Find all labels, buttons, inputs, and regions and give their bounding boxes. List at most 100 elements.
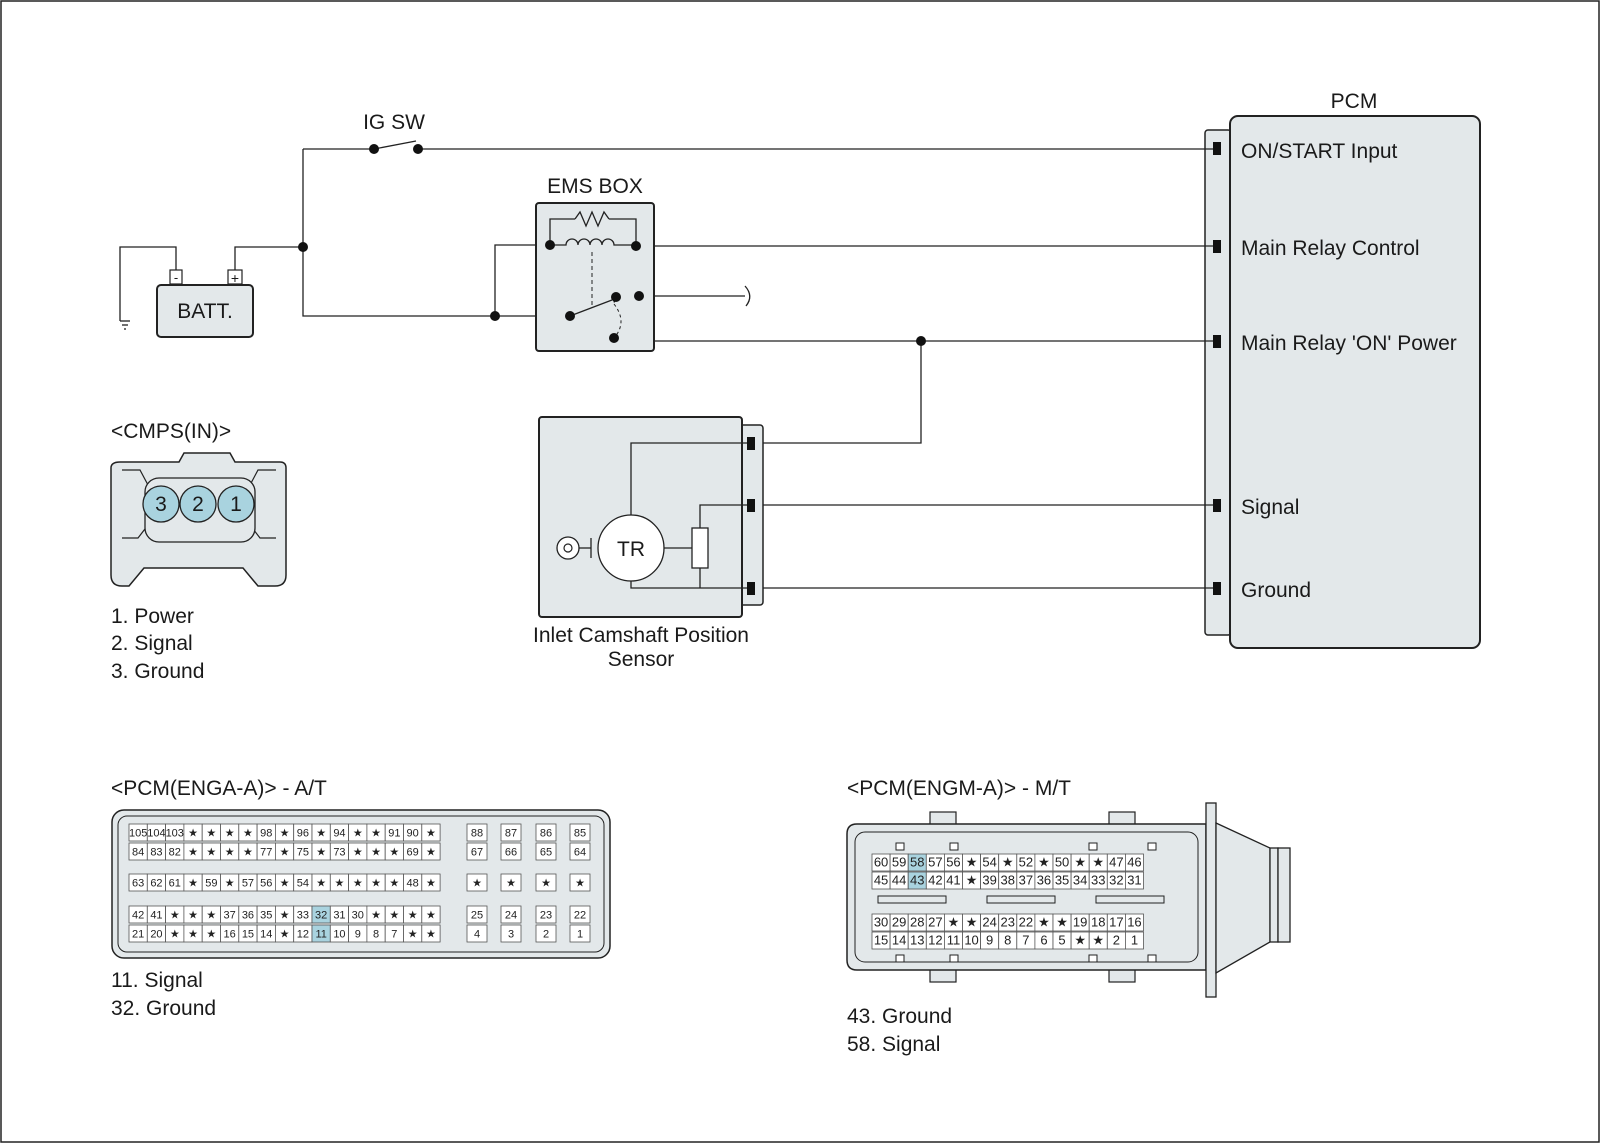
cmps-legend-item: 1. Power [111, 605, 194, 628]
connector-tab [1088, 954, 1098, 963]
pin-label: 32 [1109, 873, 1123, 888]
pin-label: 14 [260, 929, 272, 941]
pin-label: ★ [472, 878, 482, 890]
resistor-icon [574, 210, 610, 228]
pin-label: ★ [225, 828, 235, 840]
pin-label: 6 [1040, 933, 1047, 948]
pin-label: 4 [474, 929, 480, 941]
cmps-pin-label: 2 [192, 493, 204, 516]
pin-label: ★ [1092, 855, 1104, 870]
pcm-pin-marker [1213, 582, 1221, 595]
connector-tab [895, 954, 905, 963]
engm-legend-item: 58. Signal [847, 1033, 940, 1056]
pin-label: 58 [910, 855, 924, 870]
cmps-pin-3 [142, 485, 180, 523]
pin-label: 73 [333, 847, 345, 859]
pin-label: 56 [260, 878, 272, 890]
pin-label: ★ [280, 929, 290, 941]
pcm-pin-on-start-input: ON/START Input [1241, 140, 1398, 163]
pin-cell [1125, 931, 1144, 950]
pin-label: 45 [874, 873, 888, 888]
pin-label: ★ [408, 910, 418, 922]
pin-label: 15 [242, 929, 254, 941]
pin-label: ★ [335, 878, 345, 890]
pin-label: 30 [874, 915, 888, 930]
pin-cell [535, 905, 557, 924]
pin-label: 35 [1055, 873, 1069, 888]
pin-label: 34 [1073, 873, 1087, 888]
pin-label: 67 [471, 847, 483, 859]
pin-label: 37 [224, 910, 236, 922]
pin-label: 21 [132, 929, 144, 941]
ig-switch-label: IG SW [363, 111, 425, 134]
pin-label: 22 [574, 910, 586, 922]
pcm-pin-marker [1213, 499, 1221, 512]
pin-label: ★ [1092, 933, 1104, 948]
battery-plus-label: + [231, 270, 239, 286]
pin-label: 12 [297, 929, 309, 941]
pin-label: 90 [407, 828, 419, 840]
pin-label: ★ [966, 873, 978, 888]
engm-title: <PCM(ENGM-A)> - M/T [847, 777, 1071, 800]
pin-cell [500, 873, 522, 892]
pin-label: 5 [1058, 933, 1065, 948]
pin-label: 83 [150, 847, 162, 859]
pin-label: ★ [371, 910, 381, 922]
pin-label: 64 [574, 847, 586, 859]
pin-label: 11 [315, 929, 326, 941]
battery-box [156, 284, 254, 338]
relay-coil-icon [550, 238, 636, 246]
pin-label: 103 [166, 828, 184, 840]
pin-cell [421, 842, 441, 861]
pin-label: 96 [297, 828, 309, 840]
pin-label: 105 [129, 828, 147, 840]
pcm-box [1229, 115, 1481, 649]
battery: - + BATT. [156, 269, 254, 338]
pin-label: ★ [188, 929, 198, 941]
pin-label: ★ [280, 828, 290, 840]
pin-label: 38 [1001, 873, 1015, 888]
pin-label: ★ [353, 878, 363, 890]
ems-box: EMS BOX [535, 175, 655, 352]
pin-label: 82 [169, 847, 181, 859]
pin-label: 48 [407, 878, 419, 890]
pin-cell [569, 924, 591, 943]
pin-label: 7 [1022, 933, 1029, 948]
pcm-pin-marker [1213, 142, 1221, 155]
pin-label: 63 [132, 878, 144, 890]
pcm-pin-marker [1213, 335, 1221, 348]
pin-cell [466, 842, 488, 861]
pin-label: 14 [892, 933, 906, 948]
pcm-pin-main-relay-on-power: Main Relay 'ON' Power [1241, 332, 1457, 355]
pcm-pin-signal: Signal [1241, 496, 1299, 519]
pcm-block: PCM ON/START Input Main Relay Control Ma… [1204, 90, 1481, 649]
camshaft-sensor: TR Inlet Camshaft Position Sensor [533, 416, 764, 671]
pin-label: ★ [426, 910, 436, 922]
pin-cell [500, 924, 522, 943]
pin-label: ★ [426, 847, 436, 859]
pin-cell [569, 905, 591, 924]
pin-label: 9 [986, 933, 993, 948]
pcm-connector-strip [1204, 129, 1232, 636]
pin-label: 104 [147, 828, 165, 840]
pin-label: 39 [982, 873, 996, 888]
pin-label: ★ [389, 910, 399, 922]
pin-label: 37 [1019, 873, 1033, 888]
pin-label: ★ [966, 855, 978, 870]
pin-label: 24 [505, 910, 517, 922]
cmps-connector: <CMPS(IN)> 3 2 1 1. Power 2. Signal 3. G… [110, 420, 287, 683]
sensor-title-line1: Inlet Camshaft Position [533, 624, 749, 647]
pin-label: 56 [946, 855, 960, 870]
pin-label: ★ [316, 847, 326, 859]
pin-label: 8 [1004, 933, 1011, 948]
pin-label: ★ [575, 878, 585, 890]
pin-label: ★ [948, 915, 960, 930]
wires [119, 140, 1213, 589]
pin-label: 42 [928, 873, 942, 888]
pin-cell [421, 924, 441, 943]
pin-cell [535, 823, 557, 842]
enga-legend-item: 11. Signal [111, 969, 203, 992]
pickup-sensor-icon [556, 536, 592, 560]
